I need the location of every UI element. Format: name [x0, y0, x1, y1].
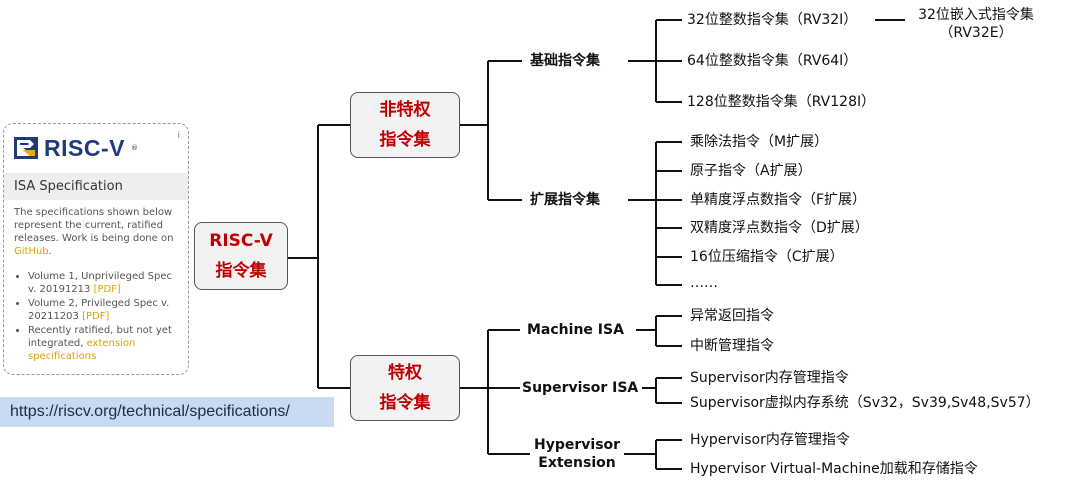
spec-url[interactable]: https://riscv.org/technical/specificatio…: [0, 397, 334, 427]
spec-item-volume1: Volume 1, Unprivileged Spec v. 20191213 …: [28, 270, 179, 296]
riscv-spec-card: RISC-V ® ⅰ ISA Specification The specifi…: [3, 123, 189, 375]
supervisor-item-memory: Supervisor内存管理指令: [690, 370, 849, 386]
root-node-riscv: RISC-V 指令集: [194, 222, 288, 290]
label-machine-isa: Machine ISA: [527, 322, 624, 338]
card-description: The specifications shown below represent…: [14, 207, 174, 257]
root-node-line1: RISC-V: [209, 231, 273, 251]
extension-specifications-link[interactable]: extension specifications: [28, 338, 136, 362]
machine-item-interrupt: 中断管理指令: [690, 338, 774, 354]
pdf-link[interactable]: [PDF]: [82, 311, 110, 322]
embedded-item-rv32e: 32位嵌入式指令集 （RV32E）: [918, 7, 1034, 41]
supervisor-item-virtual-memory: Supervisor虚拟内存系统（Sv32，Sv39,Sv48,Sv57）: [690, 395, 1040, 411]
ext-item-f: 单精度浮点数指令（F扩展）: [690, 192, 867, 208]
node-privileged-line1: 特权: [388, 363, 422, 383]
ext-item-m: 乘除法指令（M扩展）: [690, 134, 829, 150]
ext-item-a: 原子指令（A扩展）: [690, 163, 812, 179]
ext-item-c: 16位压缩指令（C扩展）: [690, 249, 844, 265]
github-link[interactable]: GitHub: [14, 246, 49, 257]
spec-list: Volume 1, Unprivileged Spec v. 20191213 …: [14, 270, 179, 363]
hypervisor-item-vm-load-store: Hypervisor Virtual-Machine加载和存储指令: [690, 461, 978, 477]
base-item-rv32i: 32位整数指令集（RV32I）: [687, 12, 858, 28]
node-privileged-line2: 指令集: [379, 393, 431, 413]
node-unprivileged-line2: 指令集: [379, 130, 431, 150]
spec-item-volume2: Volume 2, Privileged Spec v. 20211203 [P…: [28, 297, 179, 323]
node-unprivileged-line1: 非特权: [379, 100, 431, 120]
label-extension-isa: 扩展指令集: [530, 192, 600, 208]
spec-item-extensions: Recently ratified, but not yet integrate…: [28, 324, 179, 363]
label-base-isa: 基础指令集: [530, 53, 600, 69]
riscv-logo: RISC-V ®: [14, 133, 179, 163]
hypervisor-item-memory: Hypervisor内存管理指令: [690, 432, 850, 448]
ext-item-d: 双精度浮点数指令（D扩展）: [690, 220, 869, 236]
pdf-link[interactable]: [PDF]: [93, 284, 121, 295]
node-unprivileged: 非特权 指令集: [350, 92, 460, 158]
base-item-rv64i: 64位整数指令集（RV64I）: [687, 53, 858, 69]
info-icon: ⅰ: [177, 131, 180, 141]
riscv-logo-text: RISC-V: [44, 134, 125, 161]
label-hypervisor-extension: Hypervisor Extension: [534, 437, 621, 471]
node-privileged: 特权 指令集: [350, 355, 460, 421]
registered-mark: ®: [130, 144, 138, 152]
riscv-logo-icon: [14, 137, 38, 159]
machine-item-exception-return: 异常返回指令: [690, 308, 774, 324]
root-node-line2: 指令集: [215, 261, 267, 281]
base-item-rv128i: 128位整数指令集（RV128I）: [687, 94, 876, 110]
label-supervisor-isa: Supervisor ISA: [522, 380, 639, 396]
card-title: ISA Specification: [4, 173, 188, 200]
ext-item-ellipsis: ……: [690, 275, 718, 291]
